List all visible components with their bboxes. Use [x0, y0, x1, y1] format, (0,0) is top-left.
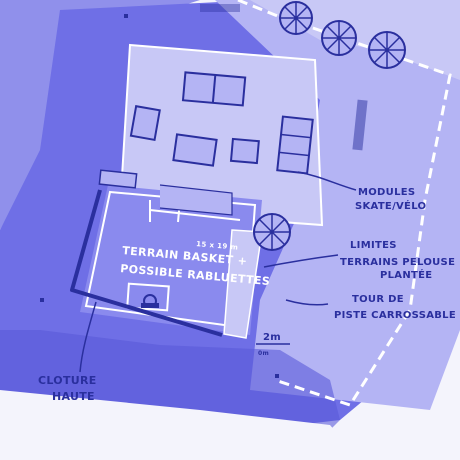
skate-module-icon — [129, 105, 161, 142]
lawn-area — [215, 0, 460, 410]
label-cloture-line1: CLOTURE — [38, 374, 97, 387]
label-limites-line1: LIMITES — [350, 240, 397, 251]
scale-value: 2m — [263, 332, 281, 343]
label-tour-line2: PISTE CARROSSABLE — [334, 310, 456, 321]
hedge — [352, 99, 368, 151]
leader-modules — [297, 171, 357, 191]
skate-module-icon — [98, 169, 138, 189]
court-midline — [149, 209, 241, 221]
high-fence — [70, 189, 223, 337]
hedge — [200, 4, 240, 12]
basket-court — [80, 185, 262, 335]
basketball-hoop-icon — [141, 294, 159, 308]
court-key — [126, 282, 170, 312]
court-dimensions: 15 x 19 m — [196, 240, 239, 252]
tree-icon — [368, 31, 406, 69]
scale-unit: 0m — [258, 350, 269, 357]
tree-icon — [279, 1, 313, 35]
bottom-light — [0, 390, 360, 460]
marker — [40, 298, 44, 302]
leader-limites — [263, 254, 339, 268]
label-limites-line2: TERRAINS PELOUSE — [340, 257, 455, 268]
leader-cloture — [79, 301, 97, 373]
court-inner-fence — [159, 184, 233, 216]
label-cloture-line2: HAUTE — [52, 390, 95, 403]
ground-area — [0, 0, 200, 230]
skate-module-icon — [276, 115, 314, 175]
skate-module-icon — [229, 137, 260, 165]
skate-module-icon — [172, 133, 218, 167]
skate-plaza — [118, 43, 324, 227]
label-limites-line3: PLANTÉE — [380, 268, 432, 281]
tree-icon — [253, 213, 291, 251]
label-tour-line1: TOUR DE — [352, 294, 404, 305]
label-modules-line1: MODULES — [358, 187, 415, 198]
leader-tour — [285, 299, 329, 306]
label-modules-line2: SKATE/VÉLO — [355, 199, 426, 212]
marker — [275, 374, 279, 378]
court-side-path — [223, 229, 263, 339]
site-boundary — [237, 0, 452, 407]
skate-module-icon — [181, 71, 247, 107]
tree-icon — [321, 20, 357, 56]
marker — [124, 14, 128, 18]
